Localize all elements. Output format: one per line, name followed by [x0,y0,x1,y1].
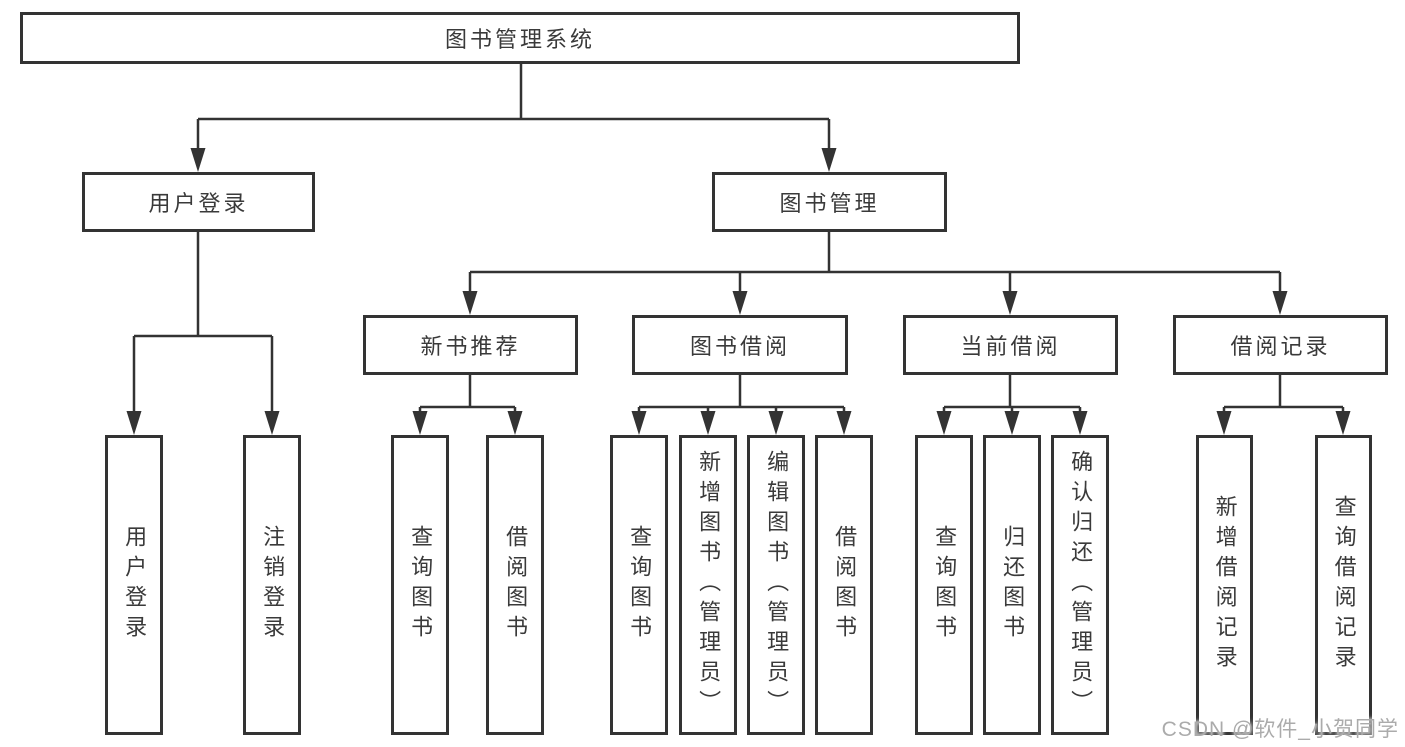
node-user-login: 用户登录 [82,172,315,232]
leaf-label: 借阅图书 [832,525,858,645]
leaf-cb-confirm-return-admin: 确认归还（管理员） [1051,435,1109,735]
leaf-bb-add-books-admin: 新增图书（管理员） [679,435,737,735]
leaf-bb-query-books: 查询图书 [610,435,668,735]
node-current-borrowing: 当前借阅 [903,315,1118,375]
leaf-logout: 注销登录 [243,435,301,735]
leaf-label: 归还图书 [1000,525,1026,645]
leaf-label: 注销登录 [260,525,286,645]
node-book-borrowing: 图书借阅 [632,315,848,375]
leaf-br-query-record: 查询借阅记录 [1315,435,1372,735]
leaf-label: 借阅图书 [503,525,529,645]
leaf-label: 查询图书 [627,525,653,645]
watermark: CSDN @软件_小贺同学 [1161,718,1399,741]
node-new-book-recommendation: 新书推荐 [363,315,578,375]
leaf-label: 确认归还（管理员） [1068,450,1094,720]
leaf-label: 编辑图书（管理员） [764,450,790,720]
leaf-label: 用户登录 [122,525,148,645]
leaf-label: 新增图书（管理员） [696,450,722,720]
leaf-label: 查询借阅记录 [1331,495,1357,675]
leaf-cb-query-books: 查询图书 [915,435,973,735]
leaf-label: 新增借阅记录 [1212,495,1238,675]
node-book-management: 图书管理 [712,172,947,232]
leaf-cb-return-books: 归还图书 [983,435,1041,735]
leaf-nb-query-books: 查询图书 [391,435,449,735]
leaf-label: 查询图书 [408,525,434,645]
leaf-label: 查询图书 [932,525,958,645]
leaf-user-login: 用户登录 [105,435,163,735]
node-root: 图书管理系统 [20,12,1020,64]
leaf-bb-edit-books-admin: 编辑图书（管理员） [747,435,805,735]
node-borrowing-records: 借阅记录 [1173,315,1388,375]
leaf-nb-borrow-books: 借阅图书 [486,435,544,735]
leaf-br-add-record: 新增借阅记录 [1196,435,1253,735]
leaf-bb-borrow-books: 借阅图书 [815,435,873,735]
